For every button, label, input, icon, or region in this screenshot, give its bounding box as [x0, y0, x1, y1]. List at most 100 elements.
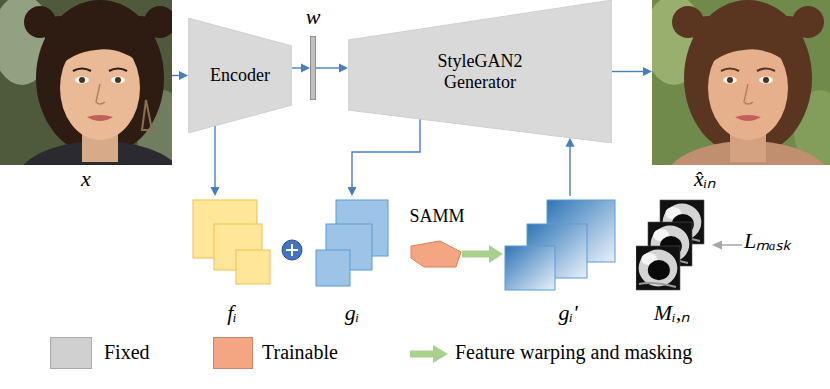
generator-features: gᵢ — [314, 196, 390, 332]
node-label: Encoder — [192, 65, 288, 86]
text-holder: SAMM — [404, 206, 470, 227]
text-holder: Encoder — [192, 65, 288, 86]
text-holder: gᵢ — [314, 300, 390, 325]
legend-label: Trainable — [262, 341, 338, 364]
flow-arrow — [172, 71, 188, 80]
samm-module-outline — [410, 240, 462, 268]
loss-label: Lₘₐₛₖ — [744, 228, 791, 253]
connector-line — [292, 67, 302, 68]
text-holder: Trainable — [262, 341, 338, 364]
encoder-block: Encoder — [188, 18, 292, 133]
iris — [115, 77, 121, 83]
loss-arrow — [721, 244, 742, 246]
warped-features-graphic — [503, 196, 619, 292]
flow-arrow — [292, 64, 310, 73]
plus-circle — [282, 240, 302, 260]
input-photo: x — [0, 0, 172, 200]
hair-curl — [144, 6, 172, 38]
eye — [75, 77, 89, 84]
legend-arrowhead — [433, 345, 448, 363]
flow-arrow — [316, 64, 348, 73]
legend-label: Feature warping and masking — [455, 341, 692, 364]
eye — [723, 77, 737, 84]
connector-line — [462, 251, 490, 258]
output-photo-outline — [652, 0, 830, 165]
generator-features-graphic — [314, 196, 390, 292]
mask-map — [636, 246, 680, 290]
block-outline — [348, 0, 612, 143]
latent-bar — [311, 37, 316, 100]
plus-sign — [291, 244, 293, 256]
input-photo-outline — [0, 0, 172, 165]
latent-code-graphic — [310, 36, 316, 100]
connector-line — [214, 126, 215, 188]
node-label: gᵢ' — [533, 300, 603, 325]
flow-arrow — [566, 138, 575, 196]
feature-map — [316, 250, 350, 286]
earring — [142, 100, 152, 130]
hair-fringe — [56, 33, 144, 70]
text-holder: StyleGAN2 Generator — [425, 51, 535, 92]
mask-region — [639, 250, 678, 287]
nose — [744, 84, 753, 104]
generator-features-outline — [314, 196, 390, 292]
arrowhead — [211, 187, 220, 196]
iris — [727, 77, 733, 83]
legend-label: Fixed — [104, 341, 150, 364]
arrowhead — [301, 64, 310, 73]
connector-line — [172, 75, 180, 76]
text-holder: Fixed — [104, 341, 150, 364]
eyebrow — [109, 69, 127, 72]
mask-stack-graphic — [636, 196, 708, 292]
hair-fringe — [704, 33, 792, 70]
output-photo: x̂ᵢₙ — [652, 0, 830, 200]
iris — [79, 77, 85, 83]
text-holder: Mᵢ,ₙ — [636, 300, 708, 325]
encoder-features-outline — [190, 196, 274, 288]
latent-code: w — [300, 4, 326, 104]
arrowhead — [566, 138, 575, 147]
arrowhead — [179, 71, 188, 80]
lips — [735, 115, 761, 121]
generator-block: StyleGAN2 Generator — [348, 0, 612, 143]
eyebrow — [73, 69, 91, 72]
samm-module-graphic — [410, 240, 462, 268]
text-holder: Feature warping and masking — [455, 341, 692, 364]
text-holder: Lₘₐₛₖ — [744, 228, 791, 253]
node-label: Mᵢ,ₙ — [636, 300, 708, 325]
flow-arrow — [612, 67, 652, 76]
connector-line — [612, 71, 644, 72]
encoder-features-graphic — [190, 196, 274, 288]
node-label: StyleGAN2 Generator — [425, 51, 535, 92]
legend-swatch — [50, 337, 92, 369]
hair-curl — [792, 6, 824, 38]
generator-block-outline — [348, 0, 612, 143]
mask-texture — [639, 283, 676, 287]
input-photo-graphic — [0, 0, 172, 165]
node-label: x — [0, 166, 172, 191]
latent-code-outline — [310, 36, 316, 100]
arrowhead — [339, 64, 348, 73]
flow-arrow — [348, 119, 421, 196]
node-label: x̂ᵢₙ — [680, 166, 730, 191]
text-holder: fᵢ — [190, 300, 274, 325]
eye — [111, 77, 125, 84]
generator-block-graphic — [348, 0, 612, 143]
arrowhead — [643, 67, 652, 76]
flow-arrow — [211, 126, 220, 196]
lips — [87, 115, 113, 121]
iris — [763, 77, 769, 83]
samm-module: SAMM — [404, 206, 470, 270]
warped-features-outline — [503, 196, 619, 292]
warped-features: gᵢ' — [503, 196, 619, 332]
mask-stack-outline — [636, 196, 708, 292]
module-shape — [411, 241, 461, 267]
text-holder: x̂ᵢₙ — [680, 166, 730, 191]
node-label: gᵢ — [314, 300, 390, 325]
eye — [759, 77, 773, 84]
block-outline — [188, 18, 292, 133]
legend-arrow — [410, 351, 434, 358]
node-label: fᵢ — [190, 300, 274, 325]
node-label: w — [300, 4, 326, 29]
